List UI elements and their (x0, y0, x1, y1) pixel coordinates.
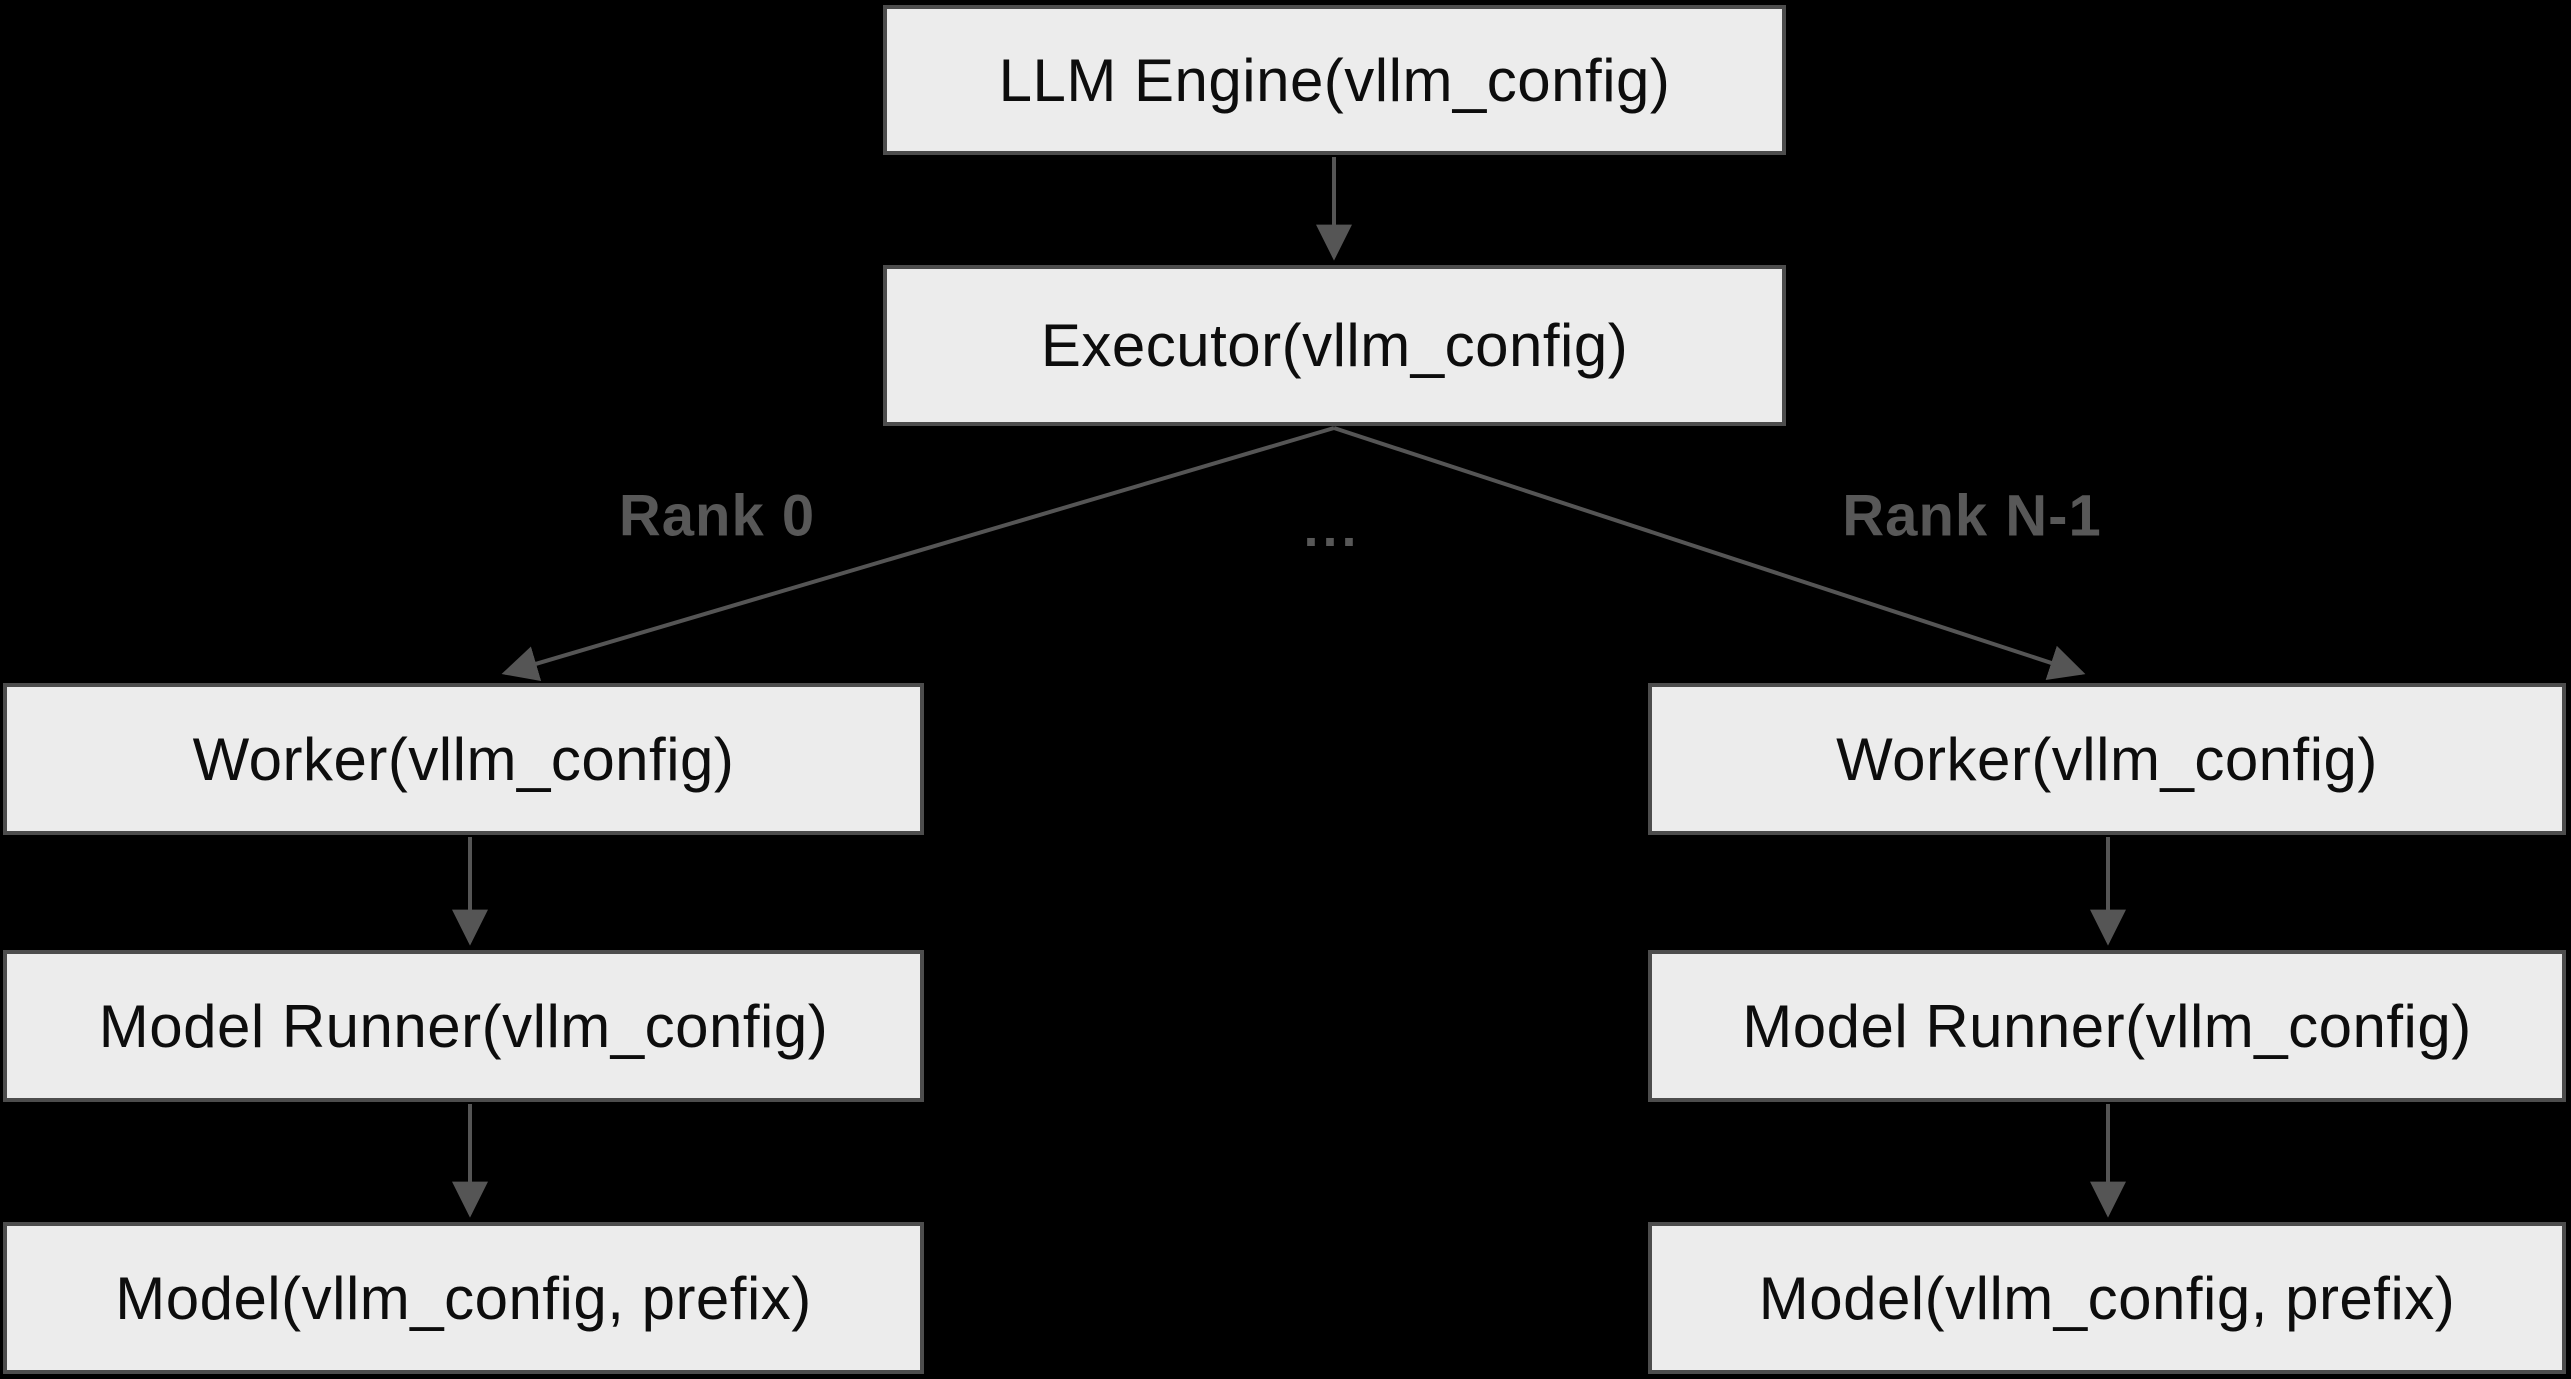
edge-label-rank-n-1: Rank N-1 (1842, 483, 2102, 549)
node-llm-engine: LLM Engine(vllm_config) (883, 5, 1786, 155)
edge-executor-to-worker-right (1333, 426, 2086, 681)
node-worker-rank-n-1-label: Worker(vllm_config) (1836, 725, 2378, 793)
node-llm-engine-label: LLM Engine(vllm_config) (998, 46, 1671, 114)
node-model-runner-rank-n-1-label: Model Runner(vllm_config) (1742, 992, 2472, 1060)
node-worker-rank-0: Worker(vllm_config) (3, 683, 924, 835)
node-model-runner-rank-n-1: Model Runner(vllm_config) (1648, 950, 2566, 1102)
node-worker-rank-n-1: Worker(vllm_config) (1648, 683, 2566, 835)
node-model-runner-rank-0-label: Model Runner(vllm_config) (98, 992, 829, 1060)
node-worker-rank-0-label: Worker(vllm_config) (192, 725, 735, 793)
node-model-rank-n-1-label: Model(vllm_config, prefix) (1758, 1264, 2456, 1332)
node-model-rank-0: Model(vllm_config, prefix) (3, 1222, 924, 1374)
node-model-runner-rank-0: Model Runner(vllm_config) (3, 950, 924, 1102)
edge-executor-to-worker-left (501, 426, 1335, 682)
node-model-rank-0-label: Model(vllm_config, prefix) (115, 1264, 812, 1332)
node-executor: Executor(vllm_config) (883, 265, 1786, 426)
node-executor-label: Executor(vllm_config) (1040, 312, 1629, 379)
edge-label-rank-0: Rank 0 (618, 483, 816, 549)
node-model-rank-n-1: Model(vllm_config, prefix) (1648, 1222, 2566, 1374)
edge-label-ellipsis: ... (1303, 498, 1361, 558)
